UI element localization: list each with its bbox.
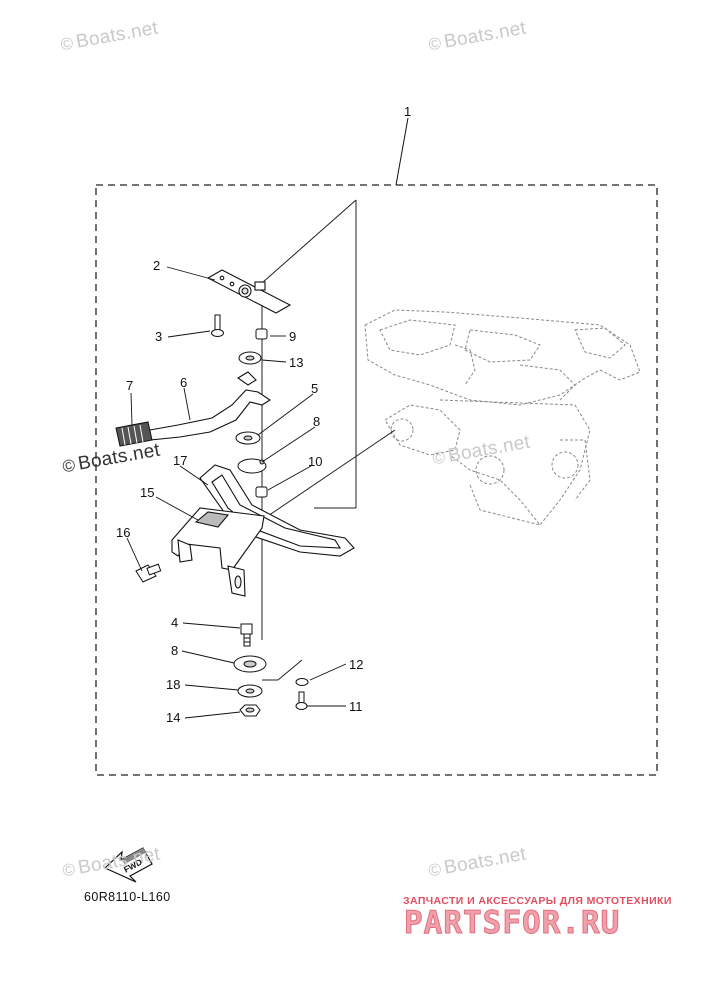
- callout-1: 1: [404, 104, 411, 119]
- copyright-symbol: ©: [61, 455, 77, 477]
- part-11-screw: [295, 691, 308, 710]
- brand-tagline: ЗАПЧАСТИ И АКСЕССУАРЫ ДЛЯ МОТОТЕХНИКИ: [403, 895, 672, 907]
- copyright-symbol: ©: [61, 859, 77, 881]
- callout-labels: 1 2 3 9 13 7 6 5 8 10 17 15 16 4 8 12 18…: [116, 104, 411, 725]
- part-3-screw: [211, 314, 224, 337]
- part-5-washer: [235, 431, 261, 445]
- callout-15: 15: [140, 485, 154, 500]
- leader-lines: [126, 266, 347, 719]
- callout-13: 13: [289, 355, 303, 370]
- callout-16: 16: [116, 525, 130, 540]
- callout-3: 3: [155, 329, 162, 344]
- part-4-bolt: [240, 623, 253, 647]
- part-8-washer-upper: [237, 458, 267, 474]
- brand-logo[interactable]: PARTSFOR.RU: [403, 905, 621, 942]
- callout-18: 18: [166, 677, 180, 692]
- copyright-symbol: ©: [431, 447, 447, 469]
- part-18-washer: [237, 684, 263, 698]
- copyright-symbol: ©: [427, 33, 443, 55]
- copyright-symbol: ©: [59, 33, 75, 55]
- callout-14: 14: [166, 710, 180, 725]
- diagram-code: 60R8110-L160: [84, 890, 171, 904]
- callout-2: 2: [153, 258, 160, 273]
- leader-1: [395, 117, 409, 186]
- callout-8-upper: 8: [313, 414, 320, 429]
- engine-bracket-outline: [364, 309, 641, 526]
- callout-4: 4: [171, 615, 178, 630]
- part-14-nut: [239, 704, 261, 717]
- part-9-nut: [255, 328, 268, 340]
- part-10-collar: [255, 486, 268, 498]
- part-7-grip: [115, 421, 153, 447]
- callout-7: 7: [126, 378, 133, 393]
- callout-8-lower: 8: [171, 643, 178, 658]
- copyright-symbol: ©: [427, 859, 443, 881]
- part-15-bracket: [171, 464, 355, 597]
- part-12-washer: [295, 678, 309, 686]
- part-2-plate: [206, 269, 292, 314]
- fwd-arrow-icon: FWD: [103, 847, 153, 883]
- callout-10: 10: [308, 454, 322, 469]
- callout-17: 17: [173, 453, 187, 468]
- callout-12: 12: [349, 657, 363, 672]
- callout-11: 11: [349, 699, 363, 714]
- part-6-lever: [149, 371, 272, 441]
- assembly-boundary: [95, 184, 658, 776]
- assembly-lines: [261, 199, 396, 681]
- callout-6: 6: [180, 375, 187, 390]
- callout-5: 5: [311, 381, 318, 396]
- callout-9: 9: [289, 329, 296, 344]
- part-13-washer: [238, 351, 262, 365]
- part-8-washer-lower: [233, 655, 267, 673]
